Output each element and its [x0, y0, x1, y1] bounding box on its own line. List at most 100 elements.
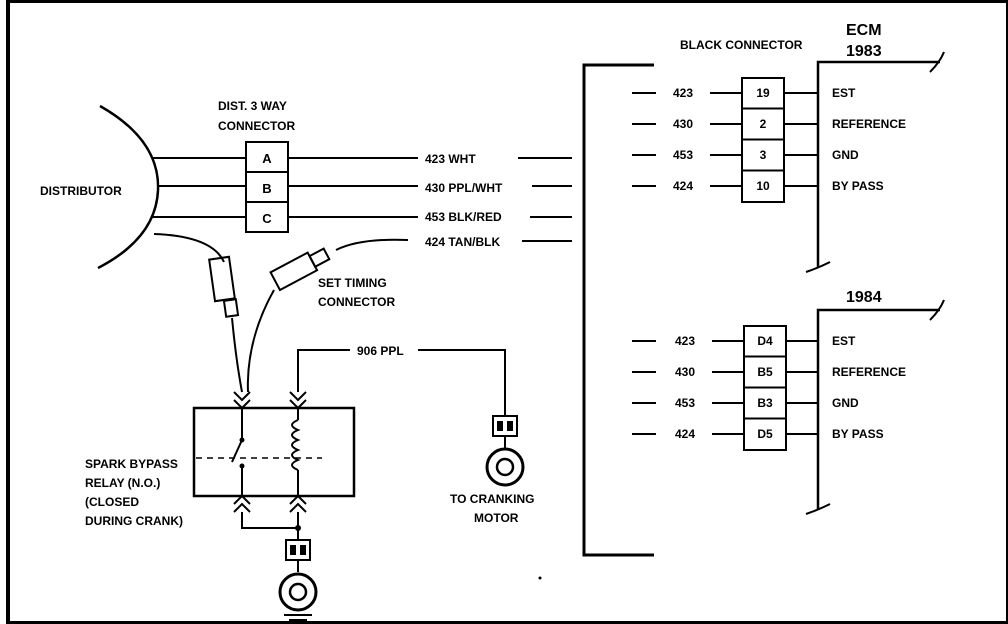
- ecm-1984-function: BY PASS: [832, 427, 884, 441]
- ecm-1983-break-bottom: [805, 261, 831, 273]
- ecm-1983-row: 423 19 EST: [632, 86, 856, 100]
- wire-453-label: 453 BLK/RED: [425, 210, 502, 224]
- relay-label-4: DURING CRANK): [85, 514, 183, 528]
- ecm-1984-row: 424 D5 BY PASS: [632, 417, 884, 441]
- ecm-1983-circuit: 423: [673, 86, 693, 100]
- dist-pin-b: B: [262, 181, 271, 196]
- ecm-1984-pin: D5: [757, 427, 773, 441]
- ecm-1983-row: 424 10 BY PASS: [632, 169, 884, 193]
- set-timing-connector: [269, 247, 331, 292]
- ecm-1983-function: GND: [832, 148, 859, 162]
- ground-ring-terminal: [278, 539, 318, 621]
- ecm-1983-circuit: 430: [673, 117, 693, 131]
- ecm-1983-row: 453 3 GND: [632, 138, 859, 162]
- wire-424-label: 424 TAN/BLK: [425, 235, 500, 249]
- dist-3-way-connector: A B C: [245, 141, 289, 233]
- ecm-1983-row: 430 2 REFERENCE: [632, 107, 906, 131]
- ecm-1983-outline: [816, 60, 940, 268]
- wire-430-label: 430 PPL/WHT: [425, 181, 503, 195]
- black-connector-label: BLACK CONNECTOR: [680, 38, 803, 52]
- crank-crimp-left: [497, 421, 503, 431]
- ecm-1983-break-top: [929, 51, 945, 73]
- wire-906-left: [297, 349, 350, 392]
- wire-423-label: 423 WHT: [425, 152, 476, 166]
- splice-dot: [295, 525, 301, 531]
- ecm-1983-pin: 10: [756, 179, 770, 193]
- ecm-1984-pin: B3: [757, 396, 773, 410]
- ecm-1984-circuit: 424: [675, 427, 695, 441]
- relay-label-3: (CLOSED: [85, 495, 139, 509]
- ground-ring-inner: [288, 582, 308, 602]
- relay-label-1: SPARK BYPASS: [85, 457, 178, 471]
- ecm-1984-row: 430 B5 REFERENCE: [632, 355, 906, 379]
- wire-plug-to-relay: [231, 317, 243, 393]
- ecm-1983-pin: 19: [756, 86, 770, 100]
- cranking-label-2: MOTOR: [474, 511, 519, 525]
- ecm-1984-rows: 423 D4 EST 430 B5 REFERENCE 453 B3 GND 424 D5 BY PA…: [632, 334, 906, 441]
- crank-ring-inner: [495, 457, 515, 477]
- distributor-body: [97, 104, 160, 270]
- relay-term-4-chevron: [289, 494, 307, 513]
- ecm-1984-function: GND: [832, 396, 859, 410]
- ecm-1984-pin: D4: [757, 334, 773, 348]
- ecm-1983-function: EST: [832, 86, 856, 100]
- ecm-year-1984: 1984: [846, 289, 882, 306]
- wire-relay-joint: [241, 512, 298, 529]
- timing-tip: [308, 247, 331, 269]
- cranking-motor-terminal: [485, 415, 525, 487]
- dist-pin-a: A: [262, 151, 272, 166]
- dist-plug-connector: [208, 255, 240, 318]
- ecm-1983-pin: 3: [760, 148, 767, 162]
- ecm-1984-circuit: 430: [675, 365, 695, 379]
- ecm-1983-circuit: 453: [673, 148, 693, 162]
- plug-tip: [222, 298, 240, 318]
- dist-pin-c: C: [262, 211, 272, 226]
- ecm-1984-pin: B5: [757, 365, 773, 379]
- ecm-1984-function: REFERENCE: [832, 365, 906, 379]
- crank-ring-outer: [485, 447, 525, 487]
- ground-crimp-left: [290, 545, 296, 555]
- spark-bypass-relay: [192, 406, 356, 498]
- relay-term-1-chevron: [233, 391, 251, 410]
- distributor-label: DISTRIBUTOR: [40, 184, 122, 198]
- speck: [538, 576, 542, 580]
- ecm-title: ECM: [846, 22, 882, 39]
- plug-body: [208, 255, 236, 303]
- crank-crimp-right: [507, 421, 513, 431]
- cranking-label-1: TO CRANKING: [450, 492, 534, 506]
- ecm-1983-circuit: 424: [673, 179, 693, 193]
- wire-424-to-timing: [335, 238, 409, 251]
- ground-crimp-right: [300, 545, 306, 555]
- crank-terminal-crimp: [492, 415, 518, 437]
- set-timing-label-1: SET TIMING: [318, 276, 387, 290]
- page-border: [6, 0, 1008, 624]
- ecm-1984-row: 423 D4 EST: [632, 334, 856, 348]
- relay-coil: [291, 419, 301, 471]
- ecm-1983-function: REFERENCE: [832, 117, 906, 131]
- dist-connector-label-2: CONNECTOR: [218, 119, 295, 133]
- ground-ring-outer: [278, 572, 318, 612]
- ecm-1983-rows: 423 19 EST 430 2 REFERENCE 453 3 GND 424 10 BY PASS: [632, 86, 906, 193]
- ecm-1984-circuit: 423: [675, 334, 695, 348]
- ecm-1984-row: 453 B3 GND: [632, 386, 859, 410]
- wire-dist-to-plug: [153, 233, 225, 263]
- ground-terminal-crimp: [285, 539, 311, 561]
- relay-term-3-chevron: [233, 494, 251, 513]
- ecm-1983-pin: 2: [760, 117, 767, 131]
- harness-bracket: [582, 63, 654, 557]
- wire-timing-to-relay: [246, 289, 275, 393]
- ecm-1984-break-top: [929, 299, 945, 321]
- ecm-1984-function: EST: [832, 334, 856, 348]
- ecm-1984-circuit: 453: [675, 396, 695, 410]
- ecm-1984-break-bottom: [805, 503, 831, 515]
- dist-connector-label-1: DIST. 3 WAY: [218, 99, 287, 113]
- ecm-1983-function: BY PASS: [832, 179, 884, 193]
- relay-term-2-chevron: [289, 391, 307, 410]
- ecm-1984-outline: [816, 308, 940, 510]
- wire-906-label: 906 PPL: [357, 344, 404, 358]
- wire-906-right: [418, 349, 506, 416]
- relay-label-2: RELAY (N.O.): [85, 476, 160, 490]
- ecm-year-1983: 1983: [846, 43, 882, 60]
